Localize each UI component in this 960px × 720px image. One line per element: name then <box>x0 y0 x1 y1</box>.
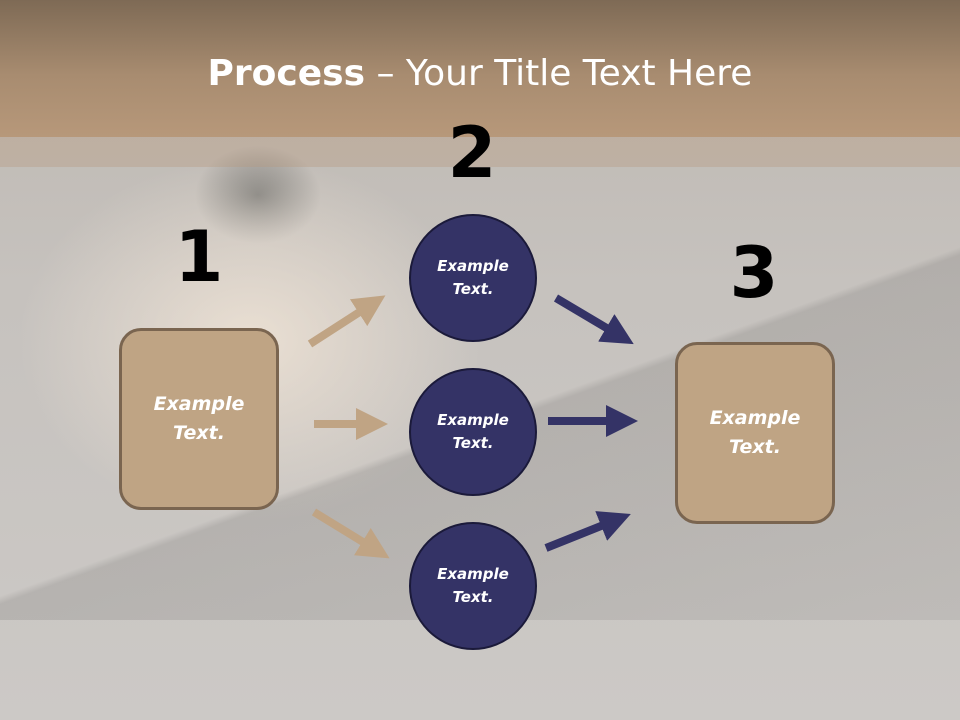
arrow-1-to-bottom <box>311 508 390 559</box>
page-title: Process – Your Title Text Here <box>0 52 960 96</box>
arrow-bottom-to-3 <box>544 511 631 552</box>
step-2-label-middle: Example Text. <box>437 411 509 452</box>
arrow-1-to-top <box>307 295 386 348</box>
title-bar <box>0 0 960 137</box>
step-2-label-bottom: Example Text. <box>437 565 509 606</box>
step-2-label-top: Example Text. <box>437 257 509 298</box>
arrow-top-to-3 <box>553 294 634 345</box>
step-2-circle-top: Example Text. <box>409 214 537 342</box>
step-1-box: Example Text. <box>119 328 279 510</box>
step-number-1: 1 <box>174 216 224 298</box>
step-2-circle-bottom: Example Text. <box>409 522 537 650</box>
title-bar-strip <box>0 137 960 167</box>
step-number-2: 2 <box>447 112 497 194</box>
title-bold: Process <box>207 53 366 94</box>
step-number-3: 3 <box>729 232 779 314</box>
step-3-box: Example Text. <box>675 342 835 524</box>
step-2-circle-middle: Example Text. <box>409 368 537 496</box>
step-3-label: Example Text. <box>709 407 801 458</box>
step-1-label: Example Text. <box>153 393 245 444</box>
title-rest: – Your Title Text Here <box>365 53 753 94</box>
